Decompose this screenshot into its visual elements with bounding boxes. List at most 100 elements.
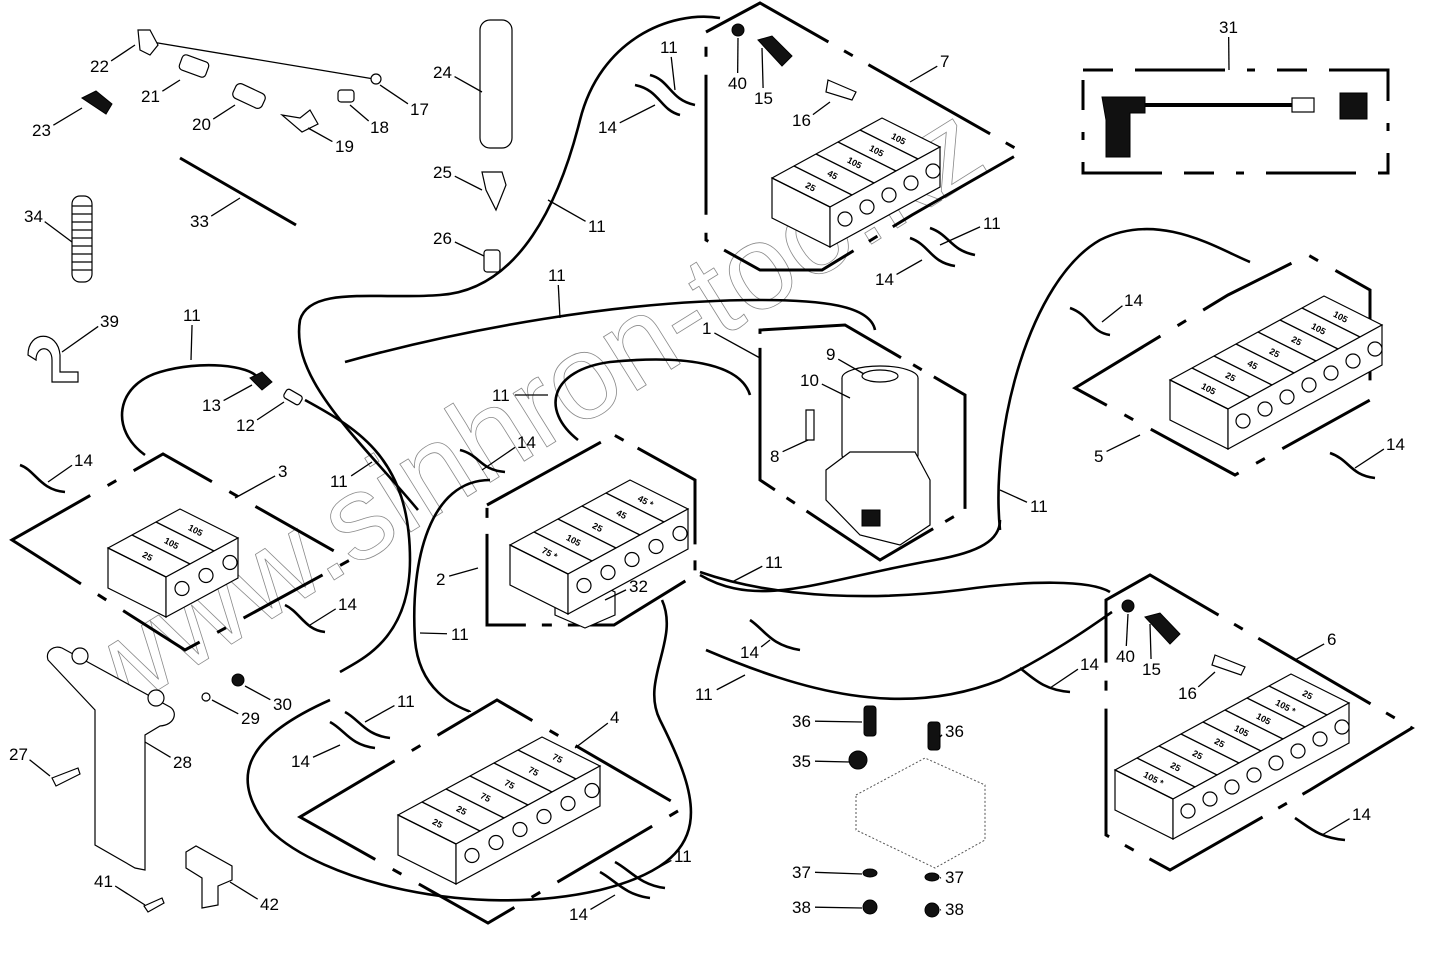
hose-upper-band bbox=[344, 298, 877, 364]
segment-label: 25 bbox=[1268, 346, 1282, 360]
callout-number: 14 bbox=[875, 270, 894, 289]
callout-number: 15 bbox=[754, 89, 773, 108]
callout-number: 11 bbox=[1030, 497, 1048, 516]
callout-leader-line bbox=[1101, 305, 1123, 323]
callout-leader-line bbox=[312, 744, 341, 758]
filling-nipple-8 bbox=[805, 409, 815, 441]
callout-pipe-clamp: 39 bbox=[61, 312, 119, 353]
grease-nipple-16a bbox=[825, 79, 857, 101]
frame-block-5 bbox=[1071, 253, 1372, 477]
segment-divider bbox=[1224, 709, 1284, 740]
callout-hose-cut: 14 bbox=[1354, 435, 1405, 469]
callout-number: 14 bbox=[74, 451, 93, 470]
callout-number: 5 bbox=[1094, 447, 1103, 466]
washer-37b bbox=[924, 872, 940, 882]
callout-leader-line bbox=[144, 741, 171, 758]
cable-tie-33 bbox=[179, 156, 297, 227]
callout-number: 31 bbox=[1219, 18, 1238, 37]
segment-label: 25 bbox=[1224, 370, 1238, 384]
washer-37a bbox=[862, 868, 878, 878]
threaded-plug-23 bbox=[81, 90, 113, 115]
callout-leader-line bbox=[590, 894, 616, 910]
callout-number: 18 bbox=[370, 118, 389, 137]
frame-block-3 bbox=[9, 452, 354, 652]
callout-number: 11 bbox=[183, 306, 201, 325]
hose-sleeve-13 bbox=[249, 371, 273, 391]
callout-leader-line bbox=[349, 104, 370, 122]
outlet-fitting bbox=[837, 211, 853, 227]
outlet-fitting bbox=[1301, 377, 1317, 393]
callout-hose: 11 bbox=[660, 38, 678, 91]
outlet-fitting bbox=[536, 808, 552, 825]
screw-41 bbox=[143, 897, 165, 913]
callout-number: 14 bbox=[569, 905, 588, 924]
cut-mark bbox=[284, 603, 326, 634]
grease-nipple-26 bbox=[483, 249, 501, 273]
callout-number: 28 bbox=[173, 753, 192, 772]
callout-leader-line bbox=[223, 384, 253, 402]
outlet-fitting bbox=[1257, 401, 1273, 417]
callout-number: 11 bbox=[674, 847, 692, 866]
callout-leader-line bbox=[821, 383, 851, 399]
callout-leader-line bbox=[364, 704, 395, 723]
callout-hose-cut: 14 bbox=[875, 259, 923, 289]
segment-label: 75 bbox=[503, 778, 517, 792]
callout-hose: 11 bbox=[695, 674, 746, 704]
hoses bbox=[120, 15, 1251, 902]
callout-leader-line bbox=[256, 401, 285, 421]
callout-cable-tie: 33 bbox=[190, 197, 241, 231]
segment-label: 45 bbox=[826, 168, 840, 182]
callout-nut: 38 bbox=[939, 900, 964, 919]
callout-number: 12 bbox=[236, 416, 255, 435]
callout-hose-cut: 14 bbox=[740, 639, 771, 662]
callout-leader-line bbox=[1197, 671, 1216, 688]
callout-number: 21 bbox=[141, 87, 160, 106]
hose-center-down bbox=[413, 478, 491, 714]
callout-leader-line bbox=[44, 221, 73, 243]
outlet-fitting bbox=[1180, 803, 1196, 819]
callout-number: 4 bbox=[610, 708, 619, 727]
callout-leader-line bbox=[53, 107, 83, 126]
cut-mark bbox=[599, 870, 651, 900]
nut-38a bbox=[862, 899, 878, 915]
callout-pump-assembly: 1 bbox=[702, 319, 761, 359]
cut-mark bbox=[1019, 666, 1071, 694]
segment-label: 75 bbox=[527, 765, 541, 779]
frame-block-6 bbox=[1104, 573, 1415, 872]
callout-leader-line bbox=[837, 358, 865, 375]
callout-number: 36 bbox=[792, 712, 811, 731]
callout-number: 13 bbox=[202, 396, 221, 415]
outlet-fitting bbox=[174, 580, 190, 597]
segment-divider bbox=[771, 177, 831, 208]
callout-grease-nipple-assembly: 16 bbox=[1178, 671, 1216, 703]
callout-hose: 11 bbox=[548, 266, 566, 319]
callout-hose-cut: 14 bbox=[47, 451, 93, 483]
segment-divider bbox=[445, 788, 505, 819]
segment-label: 75 bbox=[551, 752, 565, 766]
nut-30 bbox=[231, 673, 245, 687]
callout-leader-line bbox=[244, 685, 271, 701]
outlet-fitting bbox=[1224, 779, 1240, 795]
callout-monitoring-switch: 32 bbox=[604, 577, 648, 601]
callout-leader-line bbox=[29, 759, 51, 777]
callout-hose-cut: 14 bbox=[309, 595, 357, 626]
callout-distributor-block-5: 5 bbox=[1094, 434, 1141, 466]
callout-leader-line bbox=[557, 284, 561, 319]
callout-leader-line bbox=[454, 75, 483, 93]
callout-number: 40 bbox=[1116, 647, 1135, 666]
callout-hose-holder: 42 bbox=[229, 881, 279, 914]
segment-label: 25 bbox=[1290, 334, 1304, 348]
callout-hose-cut: 14 bbox=[1101, 291, 1143, 323]
callout-hose: 11 bbox=[364, 692, 415, 723]
elbow-fitting-19 bbox=[279, 109, 319, 133]
callout-dust-cap: 15 bbox=[754, 47, 773, 108]
pump-switch bbox=[861, 509, 881, 527]
callout-leader-line bbox=[454, 241, 485, 257]
callout-hose-sleeve: 13 bbox=[202, 384, 253, 415]
callout-number: 38 bbox=[945, 900, 964, 919]
outlet-fitting bbox=[488, 834, 504, 851]
